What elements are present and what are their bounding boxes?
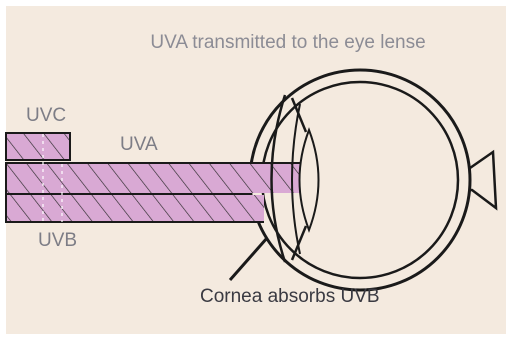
uvc-band <box>6 133 70 160</box>
uva-label: UVA <box>120 134 158 155</box>
uva-band-overlay <box>244 164 306 193</box>
diagram-title: UVA transmitted to the eye lense <box>150 32 425 53</box>
uvb-band <box>6 194 264 222</box>
cornea-note: Cornea absorbs UVB <box>200 286 380 307</box>
uvb-label: UVB <box>38 230 77 251</box>
uvc-label: UVC <box>26 105 66 126</box>
uvb-band-overlay <box>244 195 264 221</box>
